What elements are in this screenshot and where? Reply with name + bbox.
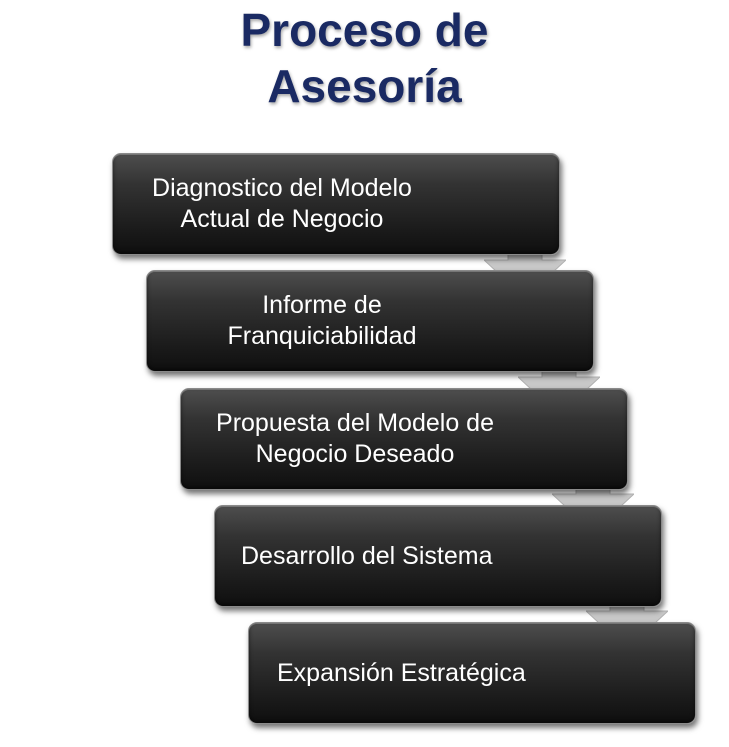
step-label-line-1: Diagnostico del Modelo (152, 174, 412, 202)
step-propuesta: Propuesta del Modelo de Negocio Deseado (180, 388, 628, 490)
step-label: Propuesta del Modelo de Negocio Deseado (191, 408, 519, 470)
title-line-1: Proceso de (240, 4, 489, 56)
step-label: Expansión Estratégica (277, 658, 526, 689)
step-expansion: Expansión Estratégica (248, 622, 696, 724)
title-line-2: Asesoría (267, 60, 462, 112)
step-diagnostico: Diagnostico del Modelo Actual de Negocio (112, 153, 560, 255)
step-desarrollo: Desarrollo del Sistema (214, 505, 662, 607)
step-label-line-1: Propuesta del Modelo de (216, 409, 494, 437)
step-label-line-2: Negocio Deseado (255, 440, 455, 468)
step-label-line-1: Informe de (262, 291, 382, 319)
step-label-line-1: Desarrollo del Sistema (241, 541, 493, 570)
step-label: Informe de Franquiciabilidad (147, 290, 497, 352)
diagram-title: Proceso de Asesoría (0, 2, 729, 114)
step-label-line-1: Expansión Estratégica (277, 658, 526, 687)
step-informe: Informe de Franquiciabilidad (146, 270, 594, 372)
step-label: Desarrollo del Sistema (241, 541, 493, 572)
step-label-line-2: Actual de Negocio (180, 205, 384, 233)
step-label-line-2: Franquiciabilidad (227, 322, 417, 350)
step-label: Diagnostico del Modelo Actual de Negocio (129, 173, 435, 235)
